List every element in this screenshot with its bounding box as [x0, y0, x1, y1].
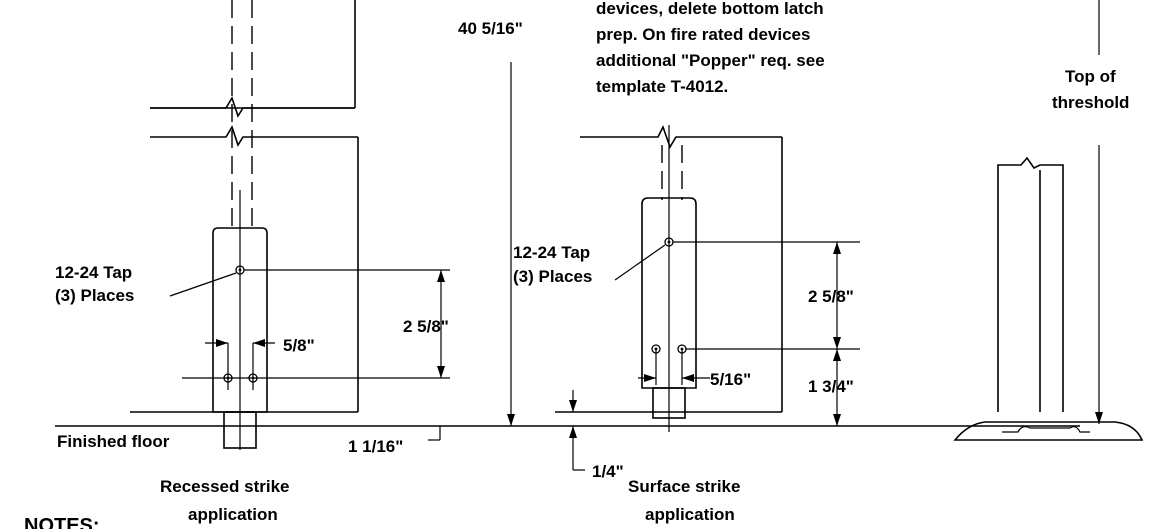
recessed-strike-body	[212, 190, 268, 450]
recessed-application-label-2: application	[188, 505, 278, 524]
tap-left-label-1: 12-24 Tap	[55, 263, 132, 282]
notes-heading: NOTES:	[24, 515, 100, 529]
surface-hole-spacing-label: 5/16"	[710, 370, 751, 389]
tap-right-label-2: (3) Places	[513, 267, 592, 286]
note-line-4: template T-4012.	[596, 77, 728, 96]
note-line-3: additional "Popper" req. see	[596, 51, 825, 70]
tap-right-label-1: 12-24 Tap	[513, 243, 590, 262]
recessed-vertical-label: 2 5/8"	[403, 317, 449, 336]
recessed-application-label-1: Recessed strike	[160, 477, 289, 496]
surface-vertical-label: 2 5/8"	[808, 287, 854, 306]
surface-application-label-1: Surface strike	[628, 477, 740, 496]
surface-lower-label: 1 3/4"	[808, 377, 854, 396]
surface-application-label-2: application	[645, 505, 735, 524]
top-of-threshold-label-2: threshold	[1052, 93, 1129, 112]
recessed-below-floor-label: 1 1/16"	[348, 437, 403, 456]
overall-height-dimension	[507, 62, 515, 426]
surface-below-floor-label: 1/4"	[592, 462, 624, 481]
tap-left-label-2: (3) Places	[55, 286, 134, 305]
finished-floor-label: Finished floor	[57, 432, 170, 451]
note-line-1: devices, delete bottom latch	[596, 0, 824, 18]
surface-strike-body	[641, 125, 697, 432]
note-line-2: prep. On fire rated devices	[596, 25, 810, 44]
top-of-threshold-label-1: Top of	[1065, 67, 1116, 86]
threshold-detail	[953, 0, 1144, 441]
overall-height-label: 40 5/16"	[458, 19, 523, 38]
recessed-dimensions	[169, 269, 450, 441]
recessed-door-frame	[130, 0, 359, 413]
surface-dimensions	[569, 241, 860, 471]
recessed-hole-spacing-label: 5/8"	[283, 336, 315, 355]
